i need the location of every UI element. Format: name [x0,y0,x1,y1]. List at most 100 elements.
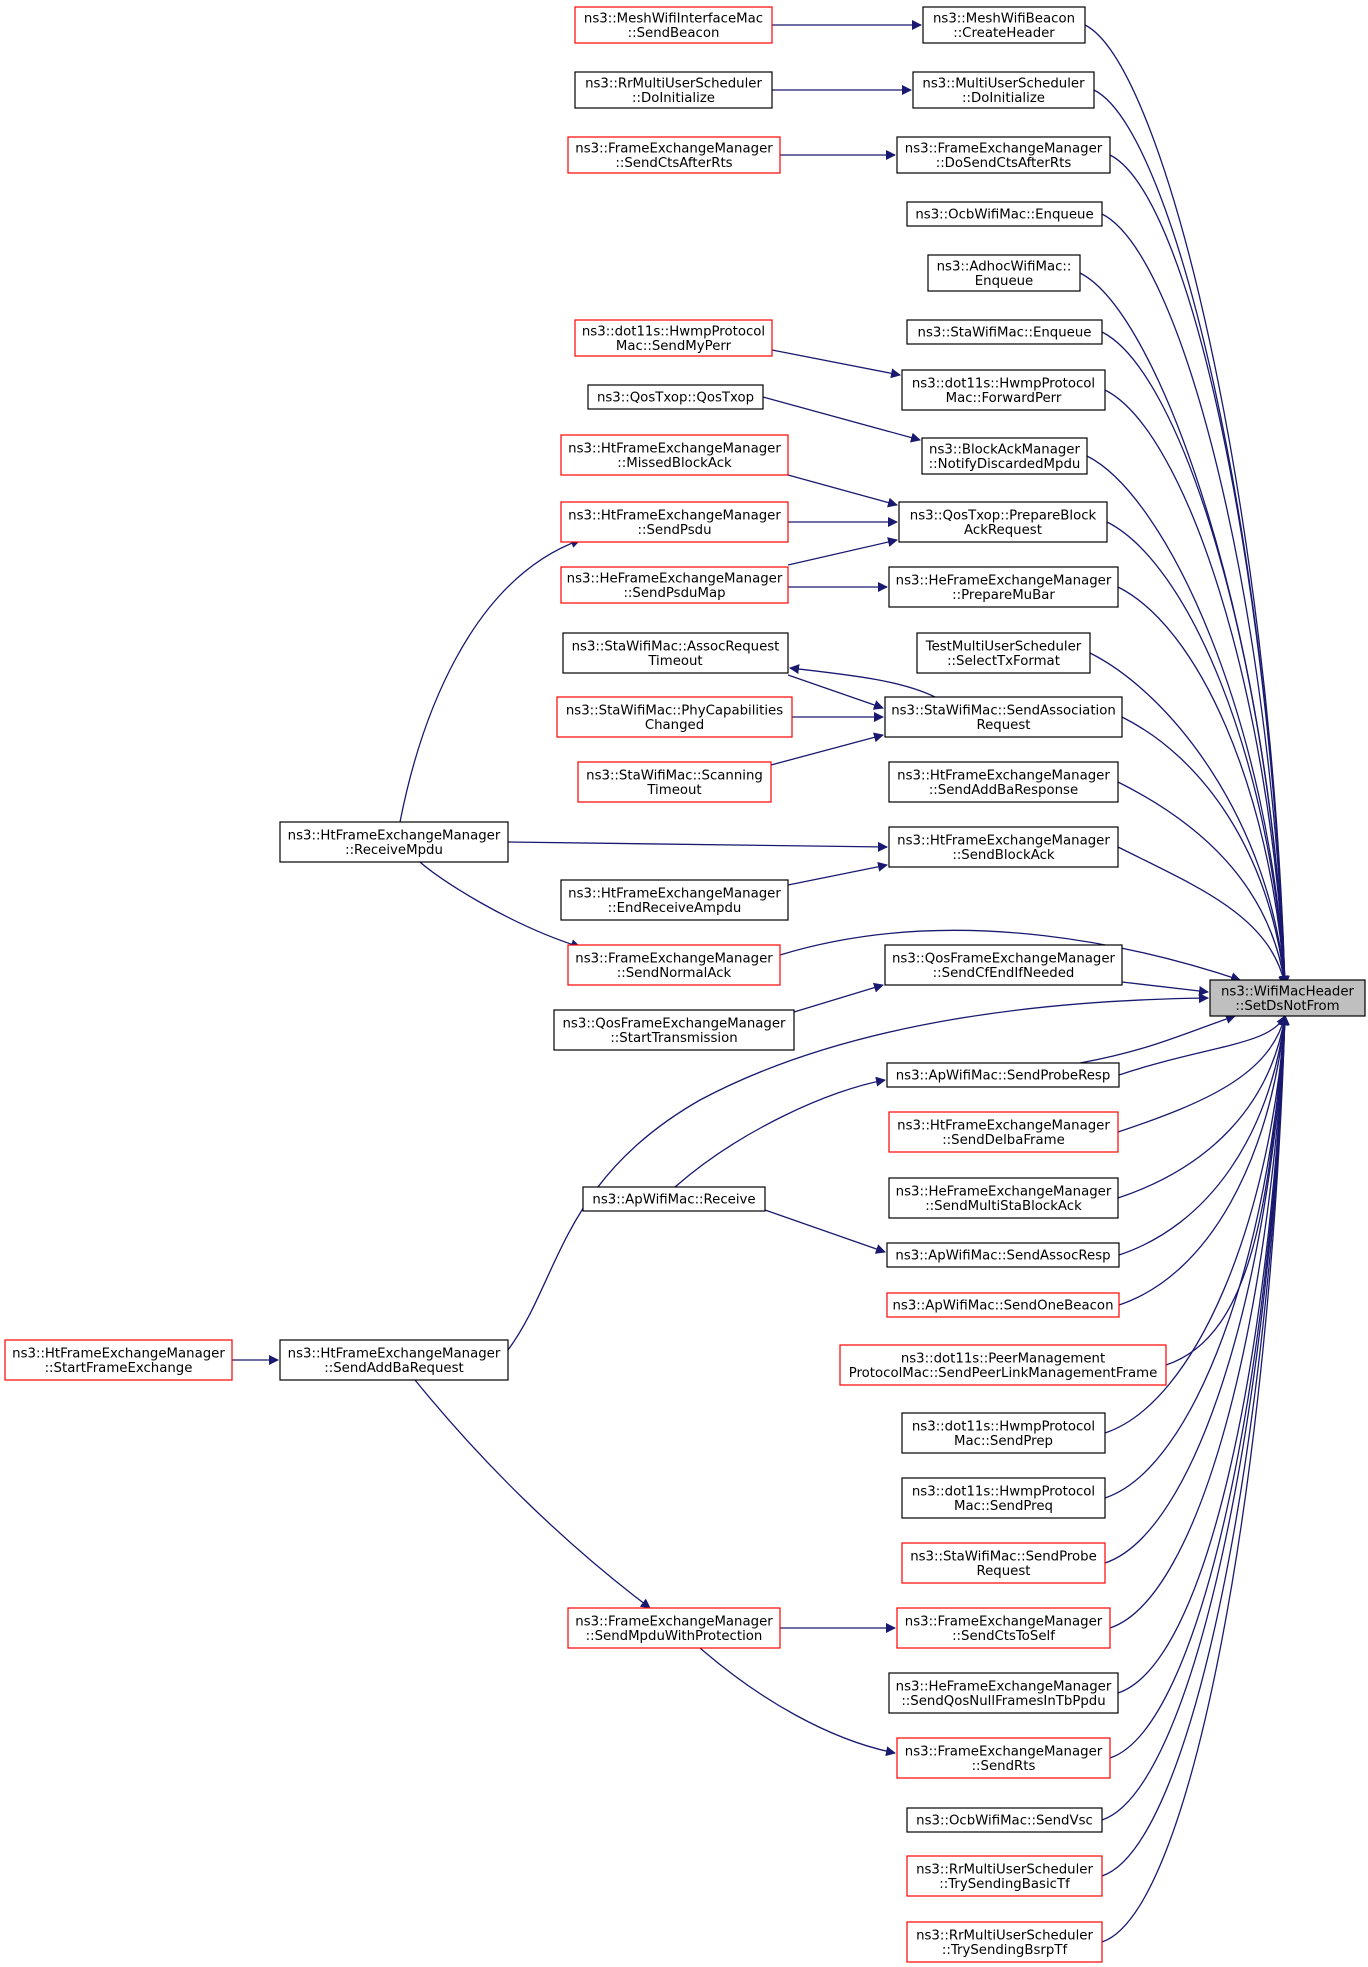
node-box [884,696,1123,738]
node-label: ns3::dot11s::HwmpProtocol [582,324,765,339]
caller-node[interactable]: ns3::StaWifiMac::Enqueue [906,319,1103,345]
caller-node[interactable]: ns3::FrameExchangeManager::SendRts [896,1737,1111,1779]
caller-node[interactable]: ns3::FrameExchangeManager::SendNormalAck [567,944,781,986]
node-box [886,1062,1120,1088]
call-edge [770,732,884,766]
node-box [901,369,1106,411]
call-edge [419,861,581,950]
node-box [884,944,1123,986]
caller-node[interactable]: ns3::HtFrameExchangeManager::EndReceiveA… [560,879,789,921]
call-edge [1117,1015,1289,1199]
call-edge [1104,1015,1290,1564]
node-label: Request [976,1564,1030,1579]
node-box [888,761,1119,803]
caller-node[interactable]: ns3::HeFrameExchangeManager::SendMultiSt… [888,1177,1119,1219]
node-label: ns3::StaWifiMac::SendProbe [910,1549,1097,1564]
call-edge [699,1647,896,1757]
caller-node[interactable]: ns3::ApWifiMac::SendAssocResp [886,1242,1120,1268]
node-label: ::SendRts [972,1759,1036,1774]
caller-node[interactable]: ns3::MultiUserScheduler::DoInitialize [912,71,1095,109]
call-edge [507,993,1209,1351]
node-box [567,944,781,986]
node-label: ns3::StaWifiMac::AssocRequest [572,639,780,654]
caller-node[interactable]: ns3::FrameExchangeManager::SendCtsToSelf [896,1607,1111,1649]
node-label: ::DoInitialize [632,91,715,106]
caller-node[interactable]: ns3::ApWifiMac::Receive [582,1186,766,1212]
node-label: ns3::HtFrameExchangeManager [12,1346,225,1361]
node-label: ns3::BlockAckManager [929,442,1080,457]
caller-node[interactable]: ns3::ApWifiMac::SendOneBeacon [886,1292,1120,1318]
call-edge [1089,652,1290,986]
caller-node[interactable]: ns3::RrMultiUserScheduler::TrySendingBas… [906,1855,1103,1897]
node-label: TestMultiUserScheduler [925,639,1082,654]
node-box [560,501,789,543]
caller-node[interactable]: ns3::FrameExchangeManager::DoSendCtsAfte… [896,136,1111,174]
node-label: ns3::HeFrameExchangeManager [896,573,1112,588]
caller-node[interactable]: ns3::BlockAckManager::NotifyDiscardedMpd… [921,437,1088,475]
node-label: ns3::MeshWifiInterfaceMac [584,11,763,26]
caller-node[interactable]: ns3::OcbWifiMac::Enqueue [906,201,1103,227]
caller-node[interactable]: ns3::HeFrameExchangeManager::PrepareMuBa… [888,566,1119,608]
call-edge [414,1379,651,1609]
caller-node[interactable]: ns3::MeshWifiInterfaceMac::SendBeacon [574,6,773,44]
caller-node[interactable]: ns3::dot11s::HwmpProtocolMac::ForwardPer… [901,369,1106,411]
target-node[interactable]: ns3::WifiMacHeader::SetDsNotFrom [1209,979,1366,1017]
node-label: ProtocolMac::SendPeerLinkManagementFrame [849,1366,1158,1381]
call-edge [1121,716,1289,986]
node-box [901,1542,1106,1584]
node-label: ::SendMultiStaBlockAck [925,1199,1082,1214]
caller-node[interactable]: ns3::HtFrameExchangeManager::SendAddBaRe… [888,761,1119,803]
node-box [279,821,509,863]
node-box [886,1242,1120,1268]
caller-node[interactable]: ns3::MeshWifiBeacon::CreateHeader [922,6,1086,44]
node-box [279,1339,509,1381]
node-label: ::EndReceiveAmpdu [608,901,742,916]
caller-node[interactable]: ns3::HeFrameExchangeManager::SendQosNull… [888,1672,1119,1714]
caller-node[interactable]: ns3::HtFrameExchangeManager::SendAddBaRe… [279,1339,509,1381]
caller-node[interactable]: ns3::FrameExchangeManager::SendMpduWithP… [567,1607,781,1649]
caller-node[interactable]: ns3::HtFrameExchangeManager::MissedBlock… [560,434,789,476]
caller-node[interactable]: ns3::FrameExchangeManager::SendCtsAfterR… [567,136,781,174]
caller-node[interactable]: ns3::HtFrameExchangeManager::StartFrameE… [4,1339,233,1381]
caller-node[interactable]: ns3::AdhocWifiMac::Enqueue [927,254,1081,292]
caller-node[interactable]: ns3::HtFrameExchangeManager::SendDelbaFr… [888,1111,1119,1153]
call-edge [1101,1015,1290,1943]
node-label: ns3::ApWifiMac::SendOneBeacon [892,1299,1113,1314]
caller-node[interactable]: ns3::HtFrameExchangeManager::ReceiveMpdu [279,821,509,863]
caller-node[interactable]: ns3::HeFrameExchangeManager::SendPsduMap [560,566,789,604]
node-label: ::SendNormalAck [617,966,732,981]
node-label: ::MissedBlockAck [617,456,732,471]
node-label: Timeout [647,654,702,669]
caller-node[interactable]: ns3::RrMultiUserScheduler::TrySendingBsr… [906,1921,1103,1963]
caller-node[interactable]: ns3::HtFrameExchangeManager::SendBlockAc… [888,826,1119,868]
caller-node[interactable]: TestMultiUserScheduler::SelectTxFormat [916,632,1091,674]
node-label: ::DoInitialize [962,91,1045,106]
caller-node[interactable]: ns3::dot11s::PeerManagementProtocolMac::… [839,1344,1167,1386]
caller-node[interactable]: ns3::HtFrameExchangeManager::SendPsdu [560,501,789,543]
node-label: ns3::HeFrameExchangeManager [567,571,783,586]
node-box [839,1344,1167,1386]
node-label: ::SendPsduMap [623,586,725,601]
caller-node[interactable]: ns3::RrMultiUserScheduler::DoInitialize [574,71,773,109]
caller-node[interactable]: ns3::ApWifiMac::SendProbeResp [886,1062,1120,1088]
node-box [888,1111,1119,1153]
node-label: ns3::HtFrameExchangeManager [897,833,1110,848]
node-label: ns3::QosTxop::QosTxop [597,391,754,406]
caller-node[interactable]: ns3::OcbWifiMac::SendVsc [906,1807,1103,1833]
caller-node[interactable]: ns3::QosFrameExchangeManager::StartTrans… [553,1009,795,1051]
call-edge [1121,981,1209,996]
caller-node[interactable]: ns3::QosTxop::QosTxop [587,384,764,410]
node-label: ::StartFrameExchange [45,1361,193,1376]
caller-node[interactable]: ns3::QosFrameExchangeManager::SendCfEndI… [884,944,1123,986]
node-label: ::SendCtsToSelf [952,1629,1055,1644]
